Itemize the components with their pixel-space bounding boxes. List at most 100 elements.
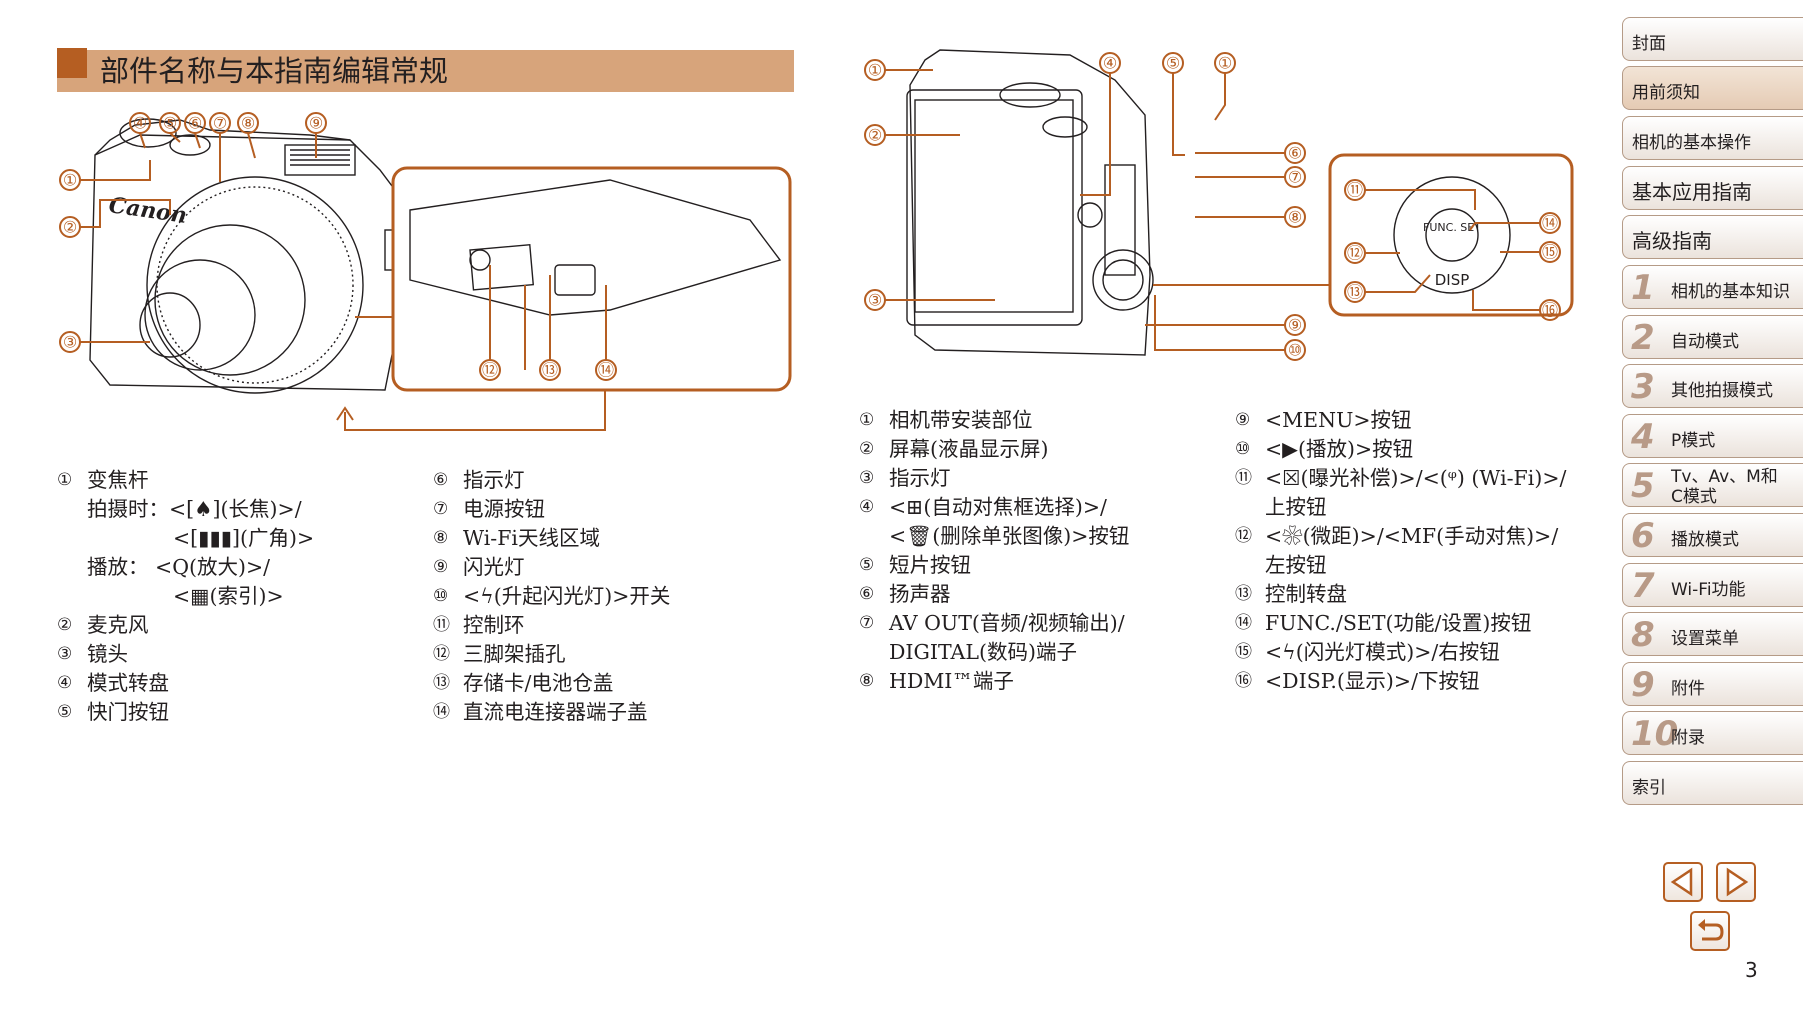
screen-drawing xyxy=(906,89,1083,326)
legend-back-2: ⑨<MENU>按钮 ⑩<▶(播放)>按钮 ⑪<☒(曝光补偿)>/<(ᵠ) (Wi… xyxy=(1235,406,1566,696)
svg-text:④: ④ xyxy=(1103,54,1117,73)
svg-text:⑬: ⑬ xyxy=(1347,283,1363,302)
svg-text:⑧: ⑧ xyxy=(1288,208,1302,227)
svg-text:FUNC. SET: FUNC. SET xyxy=(1423,221,1481,234)
svg-text:⑫: ⑫ xyxy=(482,361,498,380)
svg-text:①: ① xyxy=(63,171,77,190)
back-body-outline xyxy=(909,49,1151,356)
legend-subitem: <▦(索引)> xyxy=(173,584,284,608)
svg-text:③: ③ xyxy=(868,291,882,310)
svg-text:⑭: ⑭ xyxy=(1542,214,1558,233)
tab-advanced-guide[interactable]: 高级指南 xyxy=(1622,215,1803,259)
inset-box xyxy=(391,166,792,392)
svg-text:⑤: ⑤ xyxy=(163,114,177,133)
tab-basic-operations[interactable]: 相机的基本操作 xyxy=(1622,116,1803,160)
legend-item: ⑯<DISP.(显示)>/下按钮 xyxy=(1235,669,1480,693)
svg-text:⑨: ⑨ xyxy=(309,114,323,133)
triangle-left-icon xyxy=(1670,867,1693,897)
heading-bar xyxy=(57,50,794,92)
svg-text:⑫: ⑫ xyxy=(1347,244,1363,263)
tab-before-use[interactable]: 用前须知 xyxy=(1622,66,1803,110)
page-number: 3 xyxy=(1745,958,1758,982)
legend-subitem: <[▮▮▮](广角)> xyxy=(173,526,315,550)
svg-text:①: ① xyxy=(1218,54,1232,73)
svg-text:④: ④ xyxy=(133,114,147,133)
svg-text:⑤: ⑤ xyxy=(1166,54,1180,73)
legend-subitem: 拍摄时：<[♠](长焦)>/ xyxy=(87,497,302,521)
legend-subitem: 播放： <Q(放大)>/ xyxy=(87,555,271,579)
tab-cover[interactable]: 封面 xyxy=(1622,17,1803,61)
lens-ring-drawing xyxy=(146,176,364,394)
svg-text:⑯: ⑯ xyxy=(1542,301,1558,320)
lens-glass-drawing xyxy=(139,292,201,358)
svg-text:③: ③ xyxy=(63,333,77,352)
brand-logo: Canon xyxy=(107,192,188,229)
legend-item: ⑪<☒(曝光补偿)>/<(ᵠ) (Wi-Fi)>/ xyxy=(1235,466,1567,490)
legend-continuation: <🗑(删除单张图像)>按钮 xyxy=(889,524,1130,548)
page-title: 部件名称与本指南编辑常规 xyxy=(100,54,449,88)
svg-text:⑥: ⑥ xyxy=(188,114,202,133)
heading-marker xyxy=(57,48,87,78)
legend-item: ⑫<❀(微距)>/<MF(手动对焦)>/ xyxy=(1235,524,1559,548)
svg-text:⑥: ⑥ xyxy=(1288,144,1302,163)
next-page-button[interactable] xyxy=(1716,862,1756,902)
mode-dial-drawing xyxy=(119,118,177,148)
svg-text:⑦: ⑦ xyxy=(1288,168,1302,187)
legend-continuation: 左按钮 xyxy=(1265,553,1327,577)
svg-text:⑧: ⑧ xyxy=(241,114,255,133)
svg-text:⑨: ⑨ xyxy=(1288,316,1302,335)
svg-text:②: ② xyxy=(868,126,882,145)
front-camera-diagram: Canon ④ ⑤ ⑥ ⑦ ⑧ ⑨ ① ② ③ ⑩ ⑪ ⑫ ⑬ ⑭ xyxy=(59,112,792,431)
svg-text:⑩: ⑩ xyxy=(1288,341,1302,360)
prev-page-button[interactable] xyxy=(1663,862,1703,902)
front-callouts: ④ ⑤ ⑥ ⑦ ⑧ ⑨ ① ② ③ ⑩ ⑪ xyxy=(59,112,437,353)
return-arrow-icon xyxy=(1698,919,1724,941)
return-button[interactable] xyxy=(1690,911,1730,951)
svg-text:⑦: ⑦ xyxy=(213,114,227,133)
legend-item: ⑩<ϟ(升起闪光灯)>开关 xyxy=(433,584,671,608)
svg-text:⑬: ⑬ xyxy=(542,361,558,380)
func-set-button-drawing xyxy=(1425,208,1479,262)
svg-text:⑭: ⑭ xyxy=(598,361,614,380)
legend-item: ④<⊞(自动对焦框选择)>/ xyxy=(859,495,1107,519)
legend-item: ⑨<MENU>按钮 xyxy=(1235,408,1412,432)
dial-inset-box xyxy=(1328,153,1574,317)
triangle-right-icon xyxy=(1726,867,1749,897)
tab-index[interactable]: 索引 xyxy=(1622,761,1803,805)
svg-text:DISP: DISP xyxy=(1435,271,1470,289)
tab-basic-guide[interactable]: 基本应用指南 xyxy=(1622,166,1803,210)
legend-continuation: 上按钮 xyxy=(1265,495,1327,519)
